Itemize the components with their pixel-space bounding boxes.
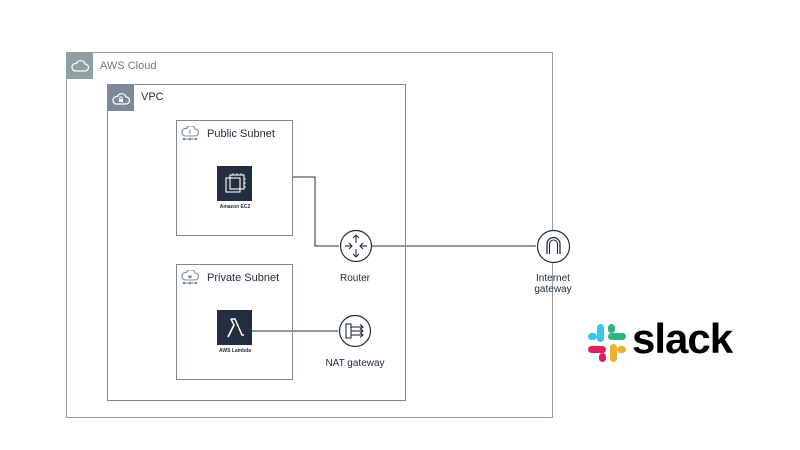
internet-gateway-label-line1: Internet xyxy=(536,273,570,284)
public-subnet-icon xyxy=(177,121,203,147)
edge-ec2-router xyxy=(293,176,339,247)
public-subnet-group: Public Subnet xyxy=(176,120,293,236)
vpc-lock-cloud-icon xyxy=(108,85,134,111)
nat-gateway-label: NAT gateway xyxy=(325,358,385,369)
nat-gateway-icon[interactable] xyxy=(338,314,372,348)
vpc-group: VPC xyxy=(107,84,406,401)
slack-logo-icon xyxy=(586,322,628,369)
lambda-icon[interactable] xyxy=(217,310,252,345)
aws-cloud-label: AWS Cloud xyxy=(100,60,157,72)
lambda-caption: AWS Lambda xyxy=(219,348,251,354)
cloud-icon xyxy=(67,53,93,79)
internet-gateway-label: Internet gateway xyxy=(534,273,571,295)
internet-gateway-icon[interactable] xyxy=(536,229,571,264)
vpc-label: VPC xyxy=(141,91,164,103)
ec2-caption: Amazon EC2 xyxy=(219,204,251,210)
slack-wordmark: slack xyxy=(632,315,733,362)
router-icon[interactable] xyxy=(339,229,373,263)
private-subnet-group: Private Subnet xyxy=(176,264,293,380)
ec2-icon[interactable] xyxy=(217,166,252,201)
private-subnet-icon xyxy=(177,265,203,291)
router-label: Router xyxy=(339,273,371,284)
public-subnet-label: Public Subnet xyxy=(207,128,275,140)
private-subnet-label: Private Subnet xyxy=(207,272,280,284)
internet-gateway-label-line2: gateway xyxy=(534,284,572,295)
